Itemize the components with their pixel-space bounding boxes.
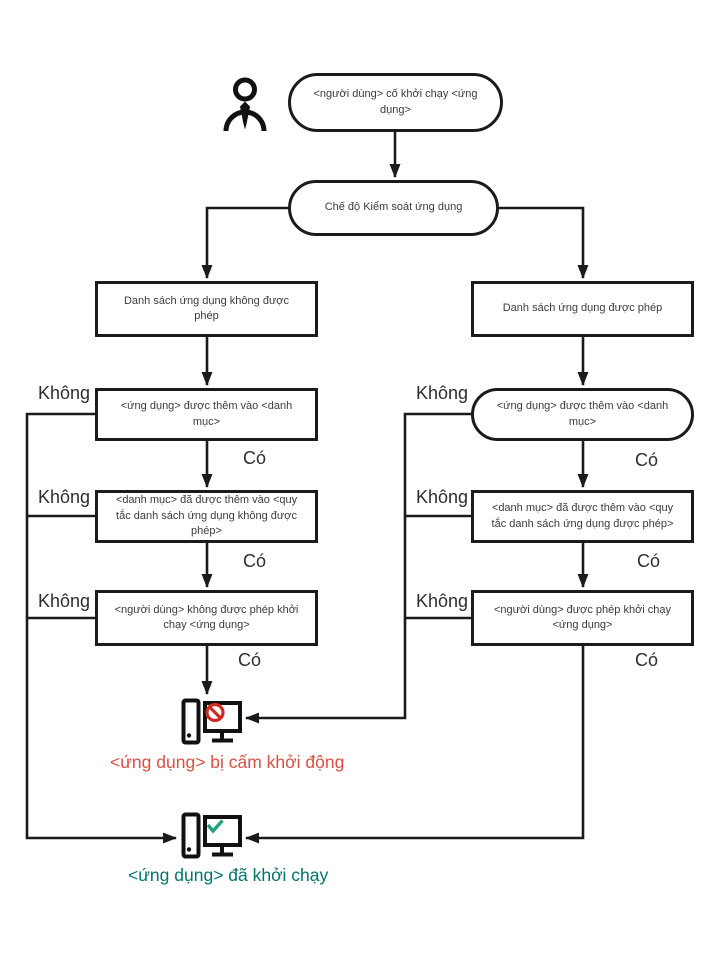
label-yes-right-3: Có [635, 650, 659, 670]
blocked-outcome-text: <ứng dụng> bị cấm khởi động [110, 752, 345, 772]
label-yes-right-1: Có [635, 450, 659, 470]
node-denylist-label: Danh sách ứng dụng không được phép [123, 294, 290, 322]
node-user-not-allowed-label: <người dùng> không được phép khởi chạy <… [114, 603, 299, 631]
user-icon [223, 77, 267, 132]
node-deny-category-in-rule-label: <danh mục> đã được thêm vào <quy tắc dan… [115, 494, 298, 538]
node-deny-app-in-category-label: <ứng dụng> được thêm vào <danh mục> [120, 400, 293, 428]
ban-icon [205, 702, 225, 723]
node-user-not-allowed: <người dùng> không được phép khởi chạy <… [95, 590, 318, 646]
connector-no-right-merge [245, 412, 472, 724]
node-app-control-mode: Chế độ Kiểm soát ứng dụng [288, 180, 499, 236]
label-no-right-3: Không [416, 591, 469, 611]
node-app-control-mode-label: Chế độ Kiểm soát ứng dụng [324, 201, 463, 214]
label-no-right-2: Không [416, 487, 469, 507]
connector-yes-right-started [245, 646, 585, 844]
label-yes-left-1: Có [243, 448, 267, 468]
label-no-left-2: Không [38, 487, 91, 507]
computer-blocked-icon [181, 698, 242, 745]
connector-mode-allowlist [497, 206, 589, 279]
node-user-allowed-label: <người dùng> được phép khởi chạy <ứng dụ… [493, 603, 672, 631]
label-no-left-3: Không [38, 591, 91, 611]
node-start: <người dùng> cố khởi chạy <ứng dụng> [288, 73, 503, 132]
check-icon [206, 819, 224, 834]
connector-mode-denylist [201, 206, 290, 279]
node-allow-category-in-rule: <danh mục> đã được thêm vào <quy tắc dan… [471, 490, 694, 543]
node-deny-category-in-rule: <danh mục> đã được thêm vào <quy tắc dan… [95, 490, 318, 543]
node-user-allowed: <người dùng> được phép khởi chạy <ứng dụ… [471, 590, 694, 646]
node-allow-app-in-category-label: <ứng dụng> được thêm vào <danh mục> [496, 400, 669, 428]
node-allow-category-in-rule-label: <danh mục> đã được thêm vào <quy tắc dan… [491, 502, 674, 530]
node-start-label: <người dùng> cố khởi chạy <ứng dụng> [313, 88, 478, 116]
node-allow-app-in-category: <ứng dụng> được thêm vào <danh mục> [471, 388, 694, 441]
label-yes-left-2: Có [243, 551, 267, 571]
label-yes-right-2: Có [637, 551, 661, 571]
node-denylist: Danh sách ứng dụng không được phép [95, 281, 318, 337]
connector-no-left-merge [25, 412, 177, 844]
node-deny-app-in-category: <ứng dụng> được thêm vào <danh mục> [95, 388, 318, 441]
node-allowlist: Danh sách ứng dụng được phép [471, 281, 694, 337]
label-no-left-1: Không [38, 383, 91, 403]
started-outcome-text: <ứng dụng> đã khởi chạy [128, 865, 329, 885]
node-allowlist-label: Danh sách ứng dụng được phép [502, 302, 663, 315]
computer-started-icon [181, 812, 242, 859]
label-yes-left-3: Có [238, 650, 262, 670]
label-no-right-1: Không [416, 383, 469, 403]
